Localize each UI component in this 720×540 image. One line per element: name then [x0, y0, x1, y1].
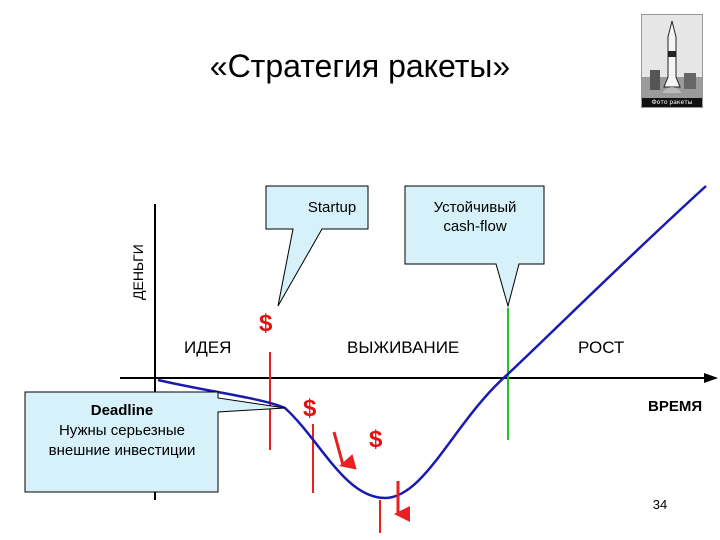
phase-growth: РОСТ [578, 338, 624, 357]
cash-flow-callout-line2: cash-flow [443, 218, 507, 235]
startup-callout [265, 185, 369, 307]
startup-callout-text: Startup [308, 199, 356, 216]
rocket-photo: Фото ракеты [641, 14, 703, 108]
phase-survival: ВЫЖИВАНИЕ [347, 338, 459, 357]
dollar-sign-1: $ [259, 310, 273, 337]
photo-caption: Фото ракеты [642, 98, 702, 107]
cash-flow-callout-line1: Устойчивый [434, 199, 517, 216]
phase-idea: ИДЕЯ [184, 338, 231, 357]
y-axis-label: ДЕНЬГИ [130, 244, 146, 300]
deadline-callout [24, 391, 286, 493]
cash-flow-callout [404, 185, 545, 308]
slide-title: «Стратегия ракеты» [209, 48, 511, 84]
x-axis-label: ВРЕМЯ [648, 398, 702, 415]
deadline-callout-line2: Нужны серьезные [59, 422, 185, 439]
trajectory-curve [157, 185, 707, 500]
slide-number: 34 [652, 497, 668, 512]
dollar-sign-3: $ [369, 426, 383, 453]
down-arrow-1 [332, 431, 357, 470]
deadline-callout-line3: внешние инвестиции [49, 442, 196, 459]
dollar-sign-2: $ [303, 395, 317, 422]
deadline-callout-title: Deadline [91, 402, 154, 419]
